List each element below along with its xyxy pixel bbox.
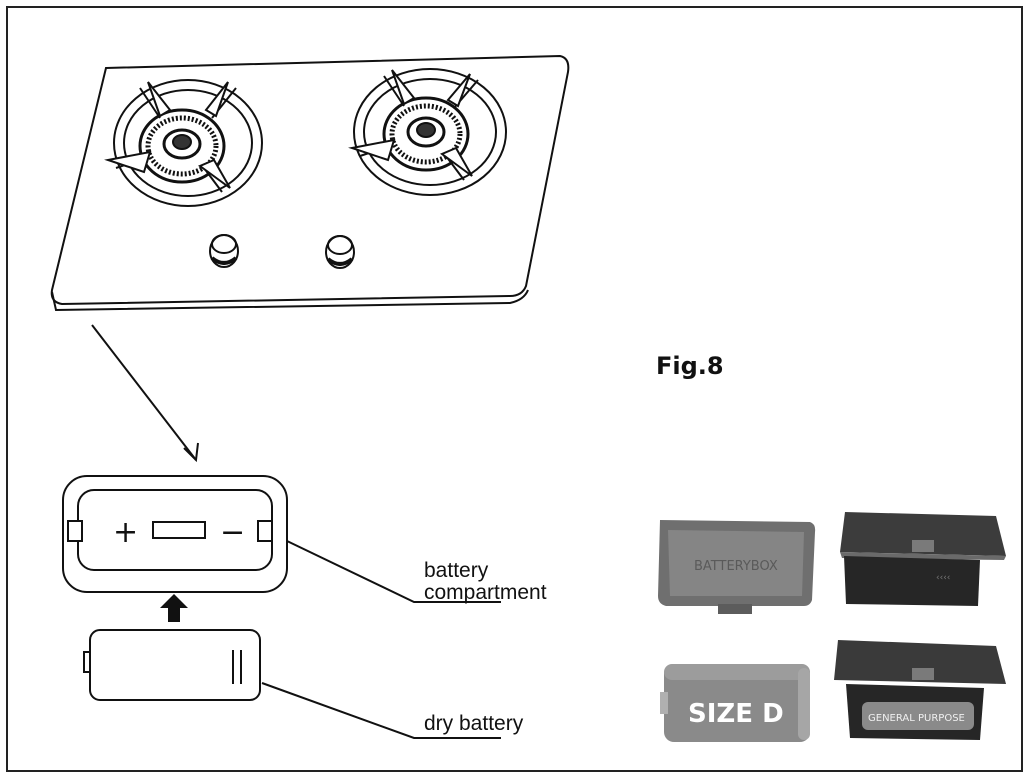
svg-text:‹‹‹‹: ‹‹‹‹ (936, 573, 950, 583)
photo-size-d-battery: SIZE D (660, 664, 810, 742)
photo-battery-in-box: GENERAL PURPOSE (834, 640, 1006, 740)
callout-compartment-line1: battery (424, 559, 489, 582)
gas-stove (50, 54, 570, 312)
burner-left (104, 79, 263, 207)
pointer-arrow (91, 324, 199, 463)
figure-label: Fig.8 (656, 352, 724, 380)
battery-slot-symbol (152, 521, 206, 539)
callout-compartment-line2: compartment (424, 581, 547, 604)
burner-right (348, 68, 507, 196)
compartment-outer (62, 475, 288, 593)
insert-arrow (160, 594, 188, 622)
dry-battery-drawing (83, 629, 261, 701)
minus-symbol: − (220, 515, 245, 550)
box-label: BATTERYBOX (694, 559, 778, 574)
control-knob-right (325, 235, 355, 269)
stove-front-edge (51, 289, 529, 312)
battery-compartment-diagram (62, 475, 288, 593)
callout-dry-battery: dry battery (424, 712, 524, 735)
battery-brand-label: GENERAL PURPOSE (868, 713, 965, 724)
figure-frame (6, 6, 1023, 772)
control-knob-left (209, 234, 239, 268)
size-label: SIZE D (688, 699, 784, 729)
photo-battery-box-open: ‹‹‹‹ (840, 512, 1006, 606)
callout-lines (261, 540, 501, 739)
plus-symbol: + (113, 515, 138, 550)
photo-battery-box-closed: BATTERYBOX (658, 520, 816, 614)
